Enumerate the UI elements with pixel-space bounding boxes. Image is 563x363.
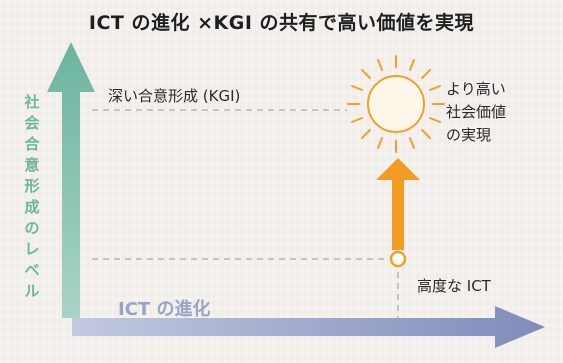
x-axis-label: ICT の進化 [118, 299, 211, 320]
orange-arrow [376, 158, 420, 250]
social-value-label-line: 社会価値 [446, 103, 507, 121]
diagram-title: ICT の進化 ×KGI の共有で高い価値を実現 [88, 12, 475, 34]
guide-lines [92, 109, 399, 323]
advanced-ict-label: 高度な ICT [417, 277, 491, 295]
y-axis-arrow [47, 42, 95, 318]
kgi-label: 深い合意形成 (KGI) [108, 87, 241, 105]
social-value-label-line: の実現 [446, 126, 492, 144]
social-value-label: より高い社会価値の実現 [446, 78, 506, 147]
x-axis-arrow [72, 306, 545, 348]
social-value-label-line: より高い [446, 80, 506, 98]
ict-point-marker [389, 250, 407, 268]
y-axis-label: 社会合意形成のレベル [24, 93, 40, 300]
sun-icon [347, 55, 445, 153]
